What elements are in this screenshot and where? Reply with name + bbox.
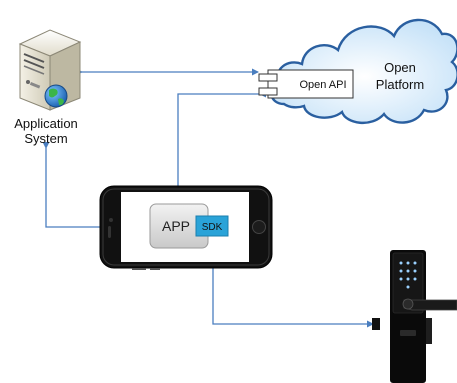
app-system-label-line2: System (24, 131, 67, 146)
globe-icon (44, 84, 68, 108)
cloud-label-line1: Open (384, 60, 416, 75)
app-system-label-line1: Application (14, 116, 78, 131)
open-api-label: Open API (299, 79, 346, 91)
connector-openapi-app (174, 90, 266, 201)
application-system: Application System (14, 29, 82, 146)
cloud-label-line2: Platform (376, 77, 424, 92)
app-label: APP (162, 218, 190, 234)
smartphone: APP SDK (99, 185, 273, 270)
smart-lock (372, 250, 457, 383)
sdk-label: SDK (202, 222, 223, 233)
open-api-component: Open API (258, 69, 354, 99)
component-icon (258, 73, 278, 96)
sdk-module: SDK (195, 215, 229, 237)
smart-lock-icon (372, 250, 457, 383)
server-icon (18, 29, 82, 111)
